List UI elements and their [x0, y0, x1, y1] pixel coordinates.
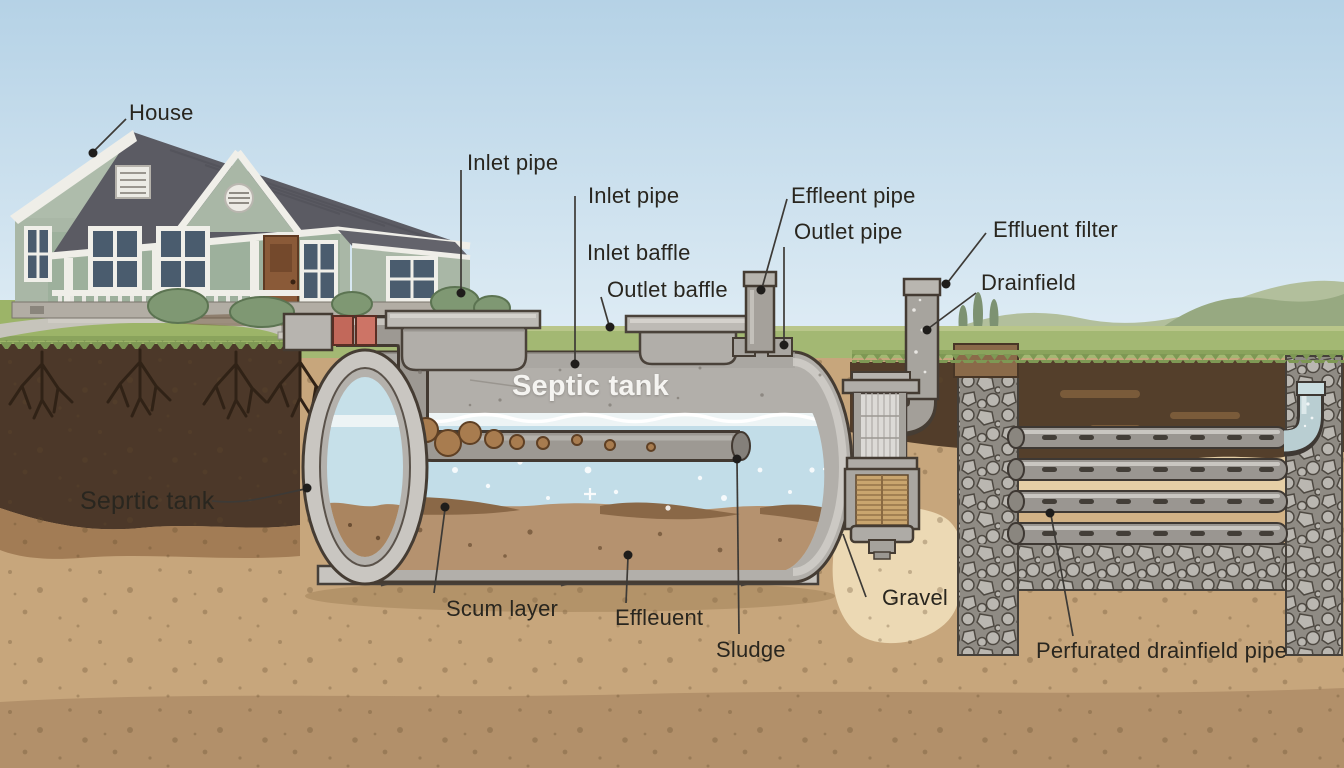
label-inlet-pipe-top: Inlet pipe — [467, 150, 559, 175]
label-effluent-filter: Effluent filter — [993, 217, 1118, 242]
drainfield-leader — [922, 292, 977, 335]
effluent-filter-leader — [941, 232, 987, 289]
effluent-leader — [623, 550, 633, 604]
bushes — [147, 286, 511, 328]
label-outlet-pipe: Outlet pipe — [794, 219, 903, 244]
drainfield-feed-pipe — [1283, 381, 1326, 457]
label-inlet-pipe-mid: Inlet pipe — [588, 183, 680, 208]
perforated-drainfield-pipes — [1007, 426, 1288, 545]
label-effleent-pipe: Effleent pipe — [791, 183, 916, 208]
label-house: House — [129, 100, 194, 125]
label-perforated-pipe: Perfurated drainfield pipe — [1036, 638, 1288, 663]
septic-tank — [282, 270, 936, 612]
gravel-leader — [842, 533, 867, 598]
label-outlet-baffle: Outlet baffle — [607, 277, 728, 302]
effleent-pipe-leader — [756, 198, 788, 295]
inlet-pipe-red-segment — [332, 315, 354, 346]
label-drainfield: Drainfield — [981, 270, 1076, 295]
perforated-pipe-leader — [1045, 508, 1074, 637]
attic-vent — [115, 165, 151, 199]
inlet-pipe-top-leader — [456, 170, 466, 298]
label-septic-tank-on-tank: Septic tank — [512, 370, 669, 402]
tank-speckles — [418, 366, 822, 407]
inlet-pipe-mid-leader — [570, 196, 580, 369]
label-effluent: Effleuent — [615, 605, 704, 630]
label-sludge: Sludge — [716, 637, 786, 662]
tank-end-ring — [301, 348, 429, 586]
sludge-leader — [732, 454, 742, 635]
house-leader — [88, 118, 127, 158]
leader-lines — [88, 118, 1074, 637]
label-scum-layer: Scum layer — [446, 596, 559, 621]
outlet-pipe-leader — [779, 247, 789, 350]
effluent-filter-assembly — [841, 277, 942, 560]
scum-layer-leader — [433, 502, 450, 594]
bargeboard — [10, 130, 137, 224]
label-septic-tank-left: Seprtic tank — [80, 487, 215, 515]
label-gravel: Gravel — [882, 585, 948, 610]
label-inlet-baffle: Inlet baffle — [587, 240, 691, 265]
outlet-baffle-leader — [600, 296, 615, 332]
access-riser-2 — [624, 314, 752, 366]
gravel-column-left — [957, 373, 1019, 656]
front-gable — [173, 149, 303, 237]
drainfield-trench — [953, 343, 1343, 656]
effluent-filter-device — [841, 371, 921, 560]
inlet-pipe-red-segment — [355, 315, 377, 346]
seprtic-tank-leader — [211, 483, 312, 503]
inlet-header-block — [282, 312, 334, 352]
grass-fringe — [0, 336, 1344, 363]
access-riser-1 — [384, 309, 542, 372]
house-windows — [24, 226, 438, 302]
